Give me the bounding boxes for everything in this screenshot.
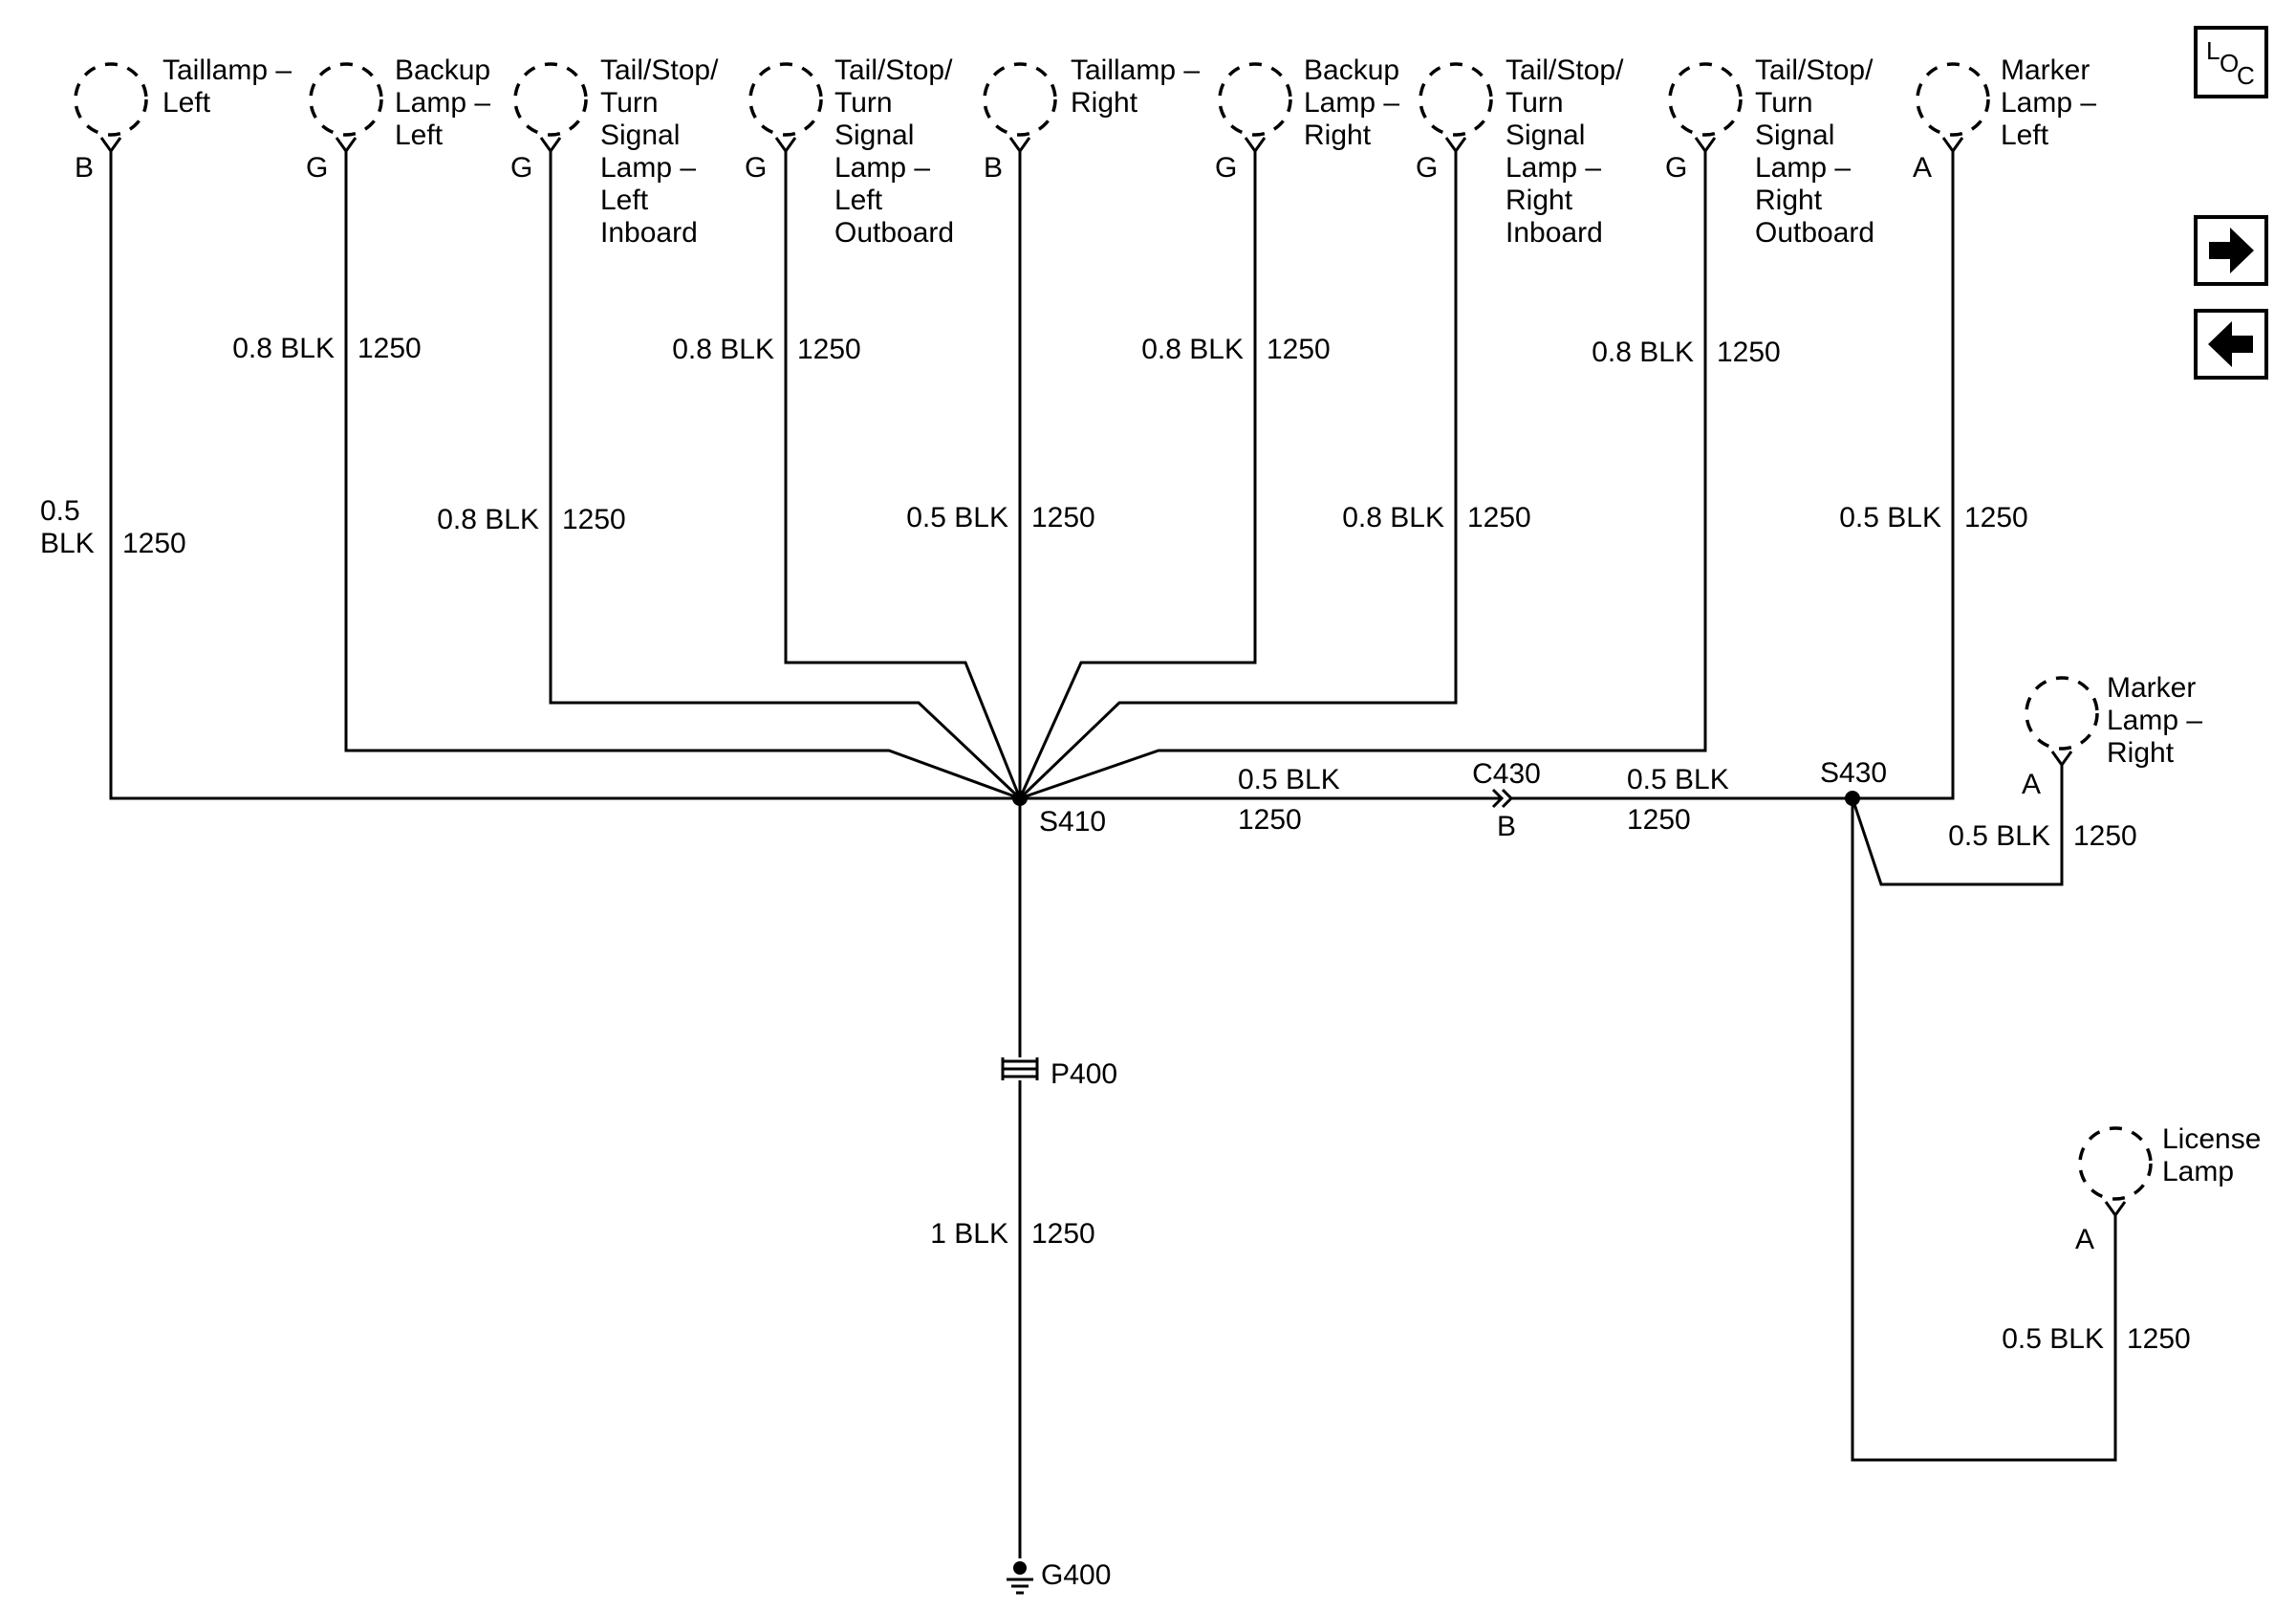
tail-stop-turn-right-inboard-symbol: [1419, 62, 1493, 154]
connector-p400-symbol: [1001, 1057, 1039, 1080]
backup-lamp-left-symbol: [309, 62, 383, 154]
license-lamp-symbol: [2078, 1126, 2153, 1218]
splice-s410-dot: [1012, 791, 1028, 806]
marker-lamp-right-label: Marker Lamp – Right: [2107, 672, 2210, 769]
taillamp-left-label: Taillamp – Left: [162, 54, 299, 119]
pin-backup-lamp-right: G: [1215, 152, 1237, 184]
wire-marker-lamp-right: [1851, 765, 2064, 886]
loc-icon-c: C: [2237, 61, 2255, 90]
tail-stop-turn-left-outboard-label: Tail/Stop/ Turn Signal Lamp – Left Outbo…: [834, 54, 961, 249]
wire-tail-stop-turn-right-outboard: [1019, 151, 1707, 800]
lamp-symbols: [74, 62, 2153, 1218]
wire-size-tail-stop-turn-left-inboard: 0.8 BLK: [437, 504, 539, 535]
pin-taillamp-right: B: [984, 152, 1003, 184]
wire-circuit-taillamp-right: 1250: [1031, 502, 1095, 533]
wire-size-backup-lamp-left: 0.8 BLK: [232, 333, 335, 364]
wire-tail-stop-turn-left-inboard: [549, 151, 1022, 800]
splice-s410-label: S410: [1039, 806, 1106, 838]
connector-c430-label: C430: [1472, 758, 1541, 790]
wire-taillamp-left: [109, 151, 1020, 800]
wire-circuit-backup-lamp-left: 1250: [357, 333, 422, 364]
pin-marker-lamp-left: A: [1913, 152, 1932, 184]
wire-circuit-tail-stop-turn-left-outboard: 1250: [797, 334, 861, 365]
wire-circuit-taillamp-left: 1250: [122, 528, 186, 559]
taillamp-right-symbol: [983, 62, 1057, 154]
connector-c430-symbol: [1491, 788, 1514, 809]
wire-circuit-tail-stop-turn-left-inboard: 1250: [562, 504, 626, 535]
wire-size-tail-stop-turn-left-outboard: 0.8 BLK: [672, 334, 774, 365]
pin-tail-stop-turn-right-outboard: G: [1665, 152, 1687, 184]
wire-circuit-tail-stop-turn-right-outboard: 1250: [1717, 337, 1781, 368]
tail-stop-turn-left-inboard-label: Tail/Stop/ Turn Signal Lamp – Left Inboa…: [600, 54, 726, 249]
wire-size-backup-lamp-right: 0.8 BLK: [1141, 334, 1244, 365]
loc-icon-o: O: [2220, 49, 2239, 77]
tail-stop-turn-left-outboard-symbol: [748, 62, 823, 154]
wire-circuit-license-lamp: 1250: [2127, 1323, 2191, 1355]
backup-lamp-right-symbol: [1218, 62, 1292, 154]
pin-marker-lamp-right: A: [2022, 769, 2041, 800]
wire-size-tail-stop-turn-right-outboard: 0.8 BLK: [1592, 337, 1694, 368]
wire-circuit-marker-lamp-right: 1250: [2073, 820, 2137, 852]
wire-circuit-to-ground: 1250: [1031, 1218, 1095, 1250]
wire-circuit-tail-stop-turn-right-inboard: 1250: [1467, 502, 1531, 533]
pin-taillamp-left: B: [75, 152, 94, 184]
pin-labels: B G G G B G G G A A A: [75, 152, 2094, 1255]
license-lamp-label: License Lamp: [2162, 1123, 2269, 1187]
tail-stop-turn-right-outboard-label: Tail/Stop/ Turn Signal Lamp – Right Outb…: [1755, 54, 1881, 249]
wire-license-lamp: [1851, 798, 2117, 1462]
backup-lamp-left-label: Backup Lamp – Left: [395, 54, 498, 151]
wire-size-taillamp-left: 0.5 BLK: [40, 495, 95, 559]
loc-icon-l: L: [2206, 36, 2220, 65]
next-page-arrow-icon[interactable]: [2194, 215, 2268, 286]
marker-lamp-left-symbol: [1916, 62, 1990, 154]
splice-s430-dot: [1845, 791, 1860, 806]
connector-p400-label: P400: [1051, 1058, 1117, 1090]
wire-backup-lamp-left: [344, 151, 1021, 800]
tail-stop-turn-right-inboard-label: Tail/Stop/ Turn Signal Lamp – Right Inbo…: [1505, 54, 1632, 249]
pin-backup-lamp-left: G: [306, 152, 328, 184]
wire-size-marker-lamp-right: 0.5 BLK: [1948, 820, 2050, 852]
tail-stop-turn-left-inboard-symbol: [513, 62, 588, 154]
wire-circuit-backup-lamp-right: 1250: [1267, 334, 1331, 365]
wire-tail-stop-turn-right-inboard: [1018, 151, 1458, 800]
wire-circuit-marker-lamp-left: 1250: [1964, 502, 2028, 533]
previous-page-arrow-icon[interactable]: [2194, 309, 2268, 380]
ground-g400-symbol: [1007, 1561, 1033, 1595]
wire-size-marker-lamp-left: 0.5 BLK: [1839, 502, 1941, 533]
wire-circuit-c430-to-s430: 1250: [1627, 804, 1691, 836]
backup-lamp-right-label: Backup Lamp – Right: [1304, 54, 1407, 151]
wire-size-license-lamp: 0.5 BLK: [2002, 1323, 2104, 1355]
wire-size-s410-to-c430: 0.5 BLK: [1238, 764, 1340, 795]
pin-tail-stop-turn-right-inboard: G: [1416, 152, 1438, 184]
wire-size-taillamp-right: 0.5 BLK: [906, 502, 1008, 533]
ground-g400-label: G400: [1041, 1559, 1111, 1591]
wire-size-tail-stop-turn-right-inboard: 0.8 BLK: [1342, 502, 1444, 533]
marker-lamp-left-label: Marker Lamp – Left: [2001, 54, 2104, 151]
splice-s430-label: S430: [1820, 757, 1887, 789]
taillamp-left-symbol: [74, 62, 148, 154]
wire-labels: 0.5 BLK 1250 0.8 BLK 1250 0.8 BLK 1250 0…: [40, 333, 2191, 1355]
loc-icon[interactable]: L O C: [2194, 26, 2268, 98]
pin-tail-stop-turn-left-outboard: G: [745, 152, 767, 184]
tail-stop-turn-right-outboard-symbol: [1668, 62, 1743, 154]
pin-license-lamp: A: [2075, 1224, 2094, 1255]
wire-backup-lamp-right: [1018, 151, 1257, 799]
connector-c430-pin: B: [1497, 811, 1516, 842]
wire-tail-stop-turn-left-outboard: [784, 151, 1022, 799]
wire-marker-lamp-left: [1852, 151, 1955, 800]
wire-size-c430-to-s430: 0.5 BLK: [1627, 764, 1729, 795]
marker-lamp-right-symbol: [2025, 676, 2099, 768]
taillamp-right-label: Taillamp – Right: [1071, 54, 1207, 119]
wiring: [109, 151, 2117, 1558]
wire-circuit-s410-to-c430: 1250: [1238, 804, 1302, 836]
pin-tail-stop-turn-left-inboard: G: [510, 152, 532, 184]
wire-size-to-ground: 1 BLK: [930, 1218, 1008, 1250]
component-labels: Taillamp – Left Backup Lamp – Left Tail/…: [162, 54, 2269, 1187]
